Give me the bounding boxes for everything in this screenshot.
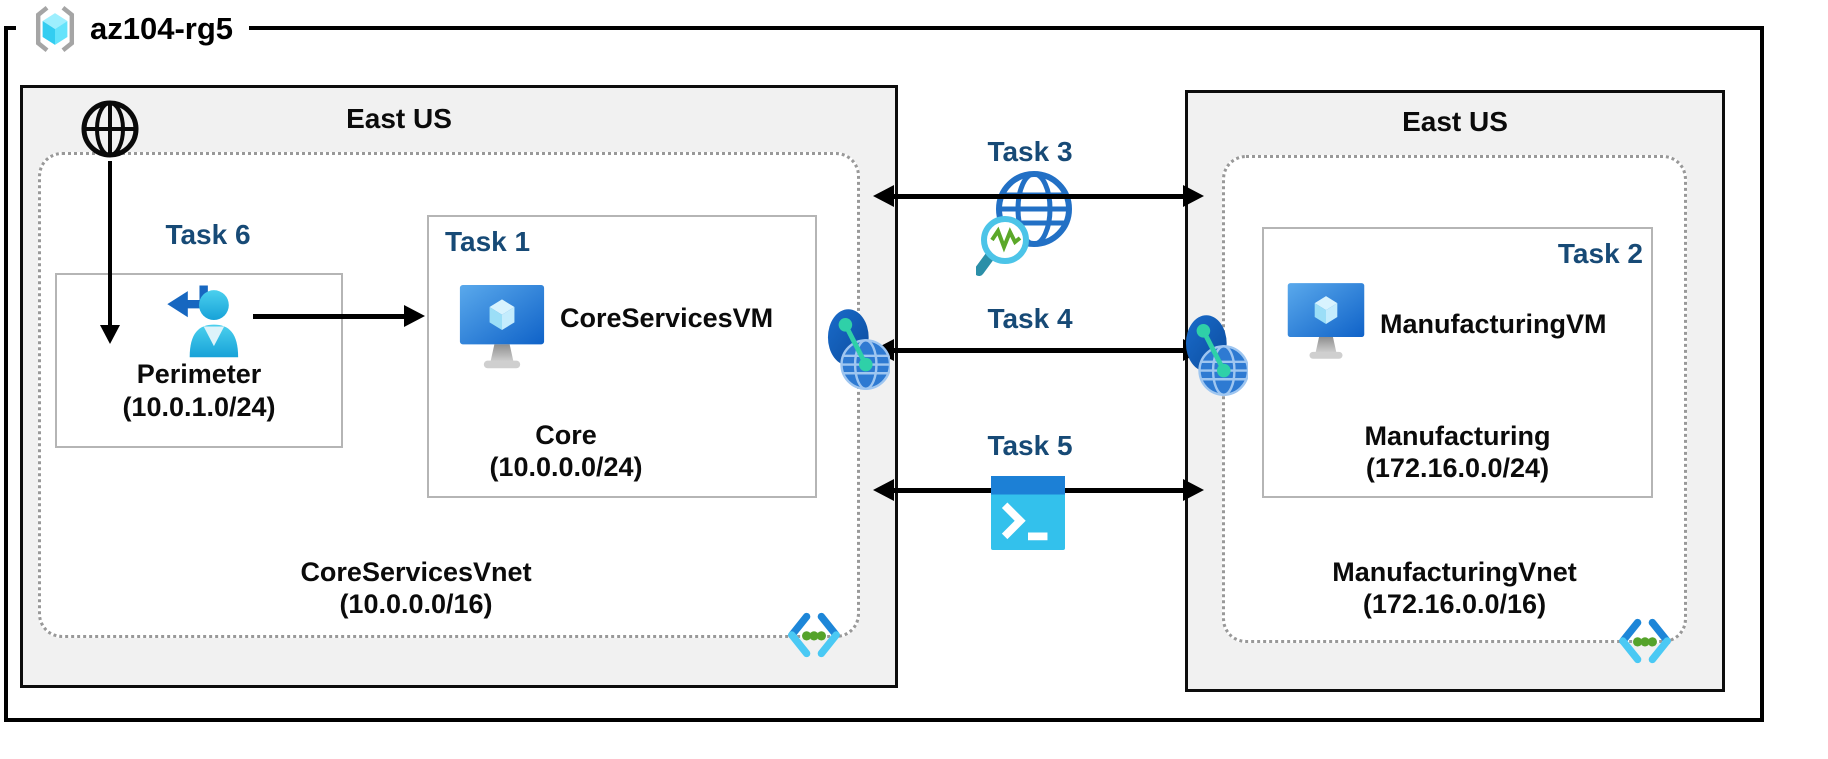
task3-left-arrowhead bbox=[873, 185, 894, 207]
code-brackets-icon bbox=[786, 611, 842, 659]
task1-label: Task 1 bbox=[445, 226, 531, 257]
user-return-icon bbox=[158, 280, 240, 360]
core-vm-name: CoreServicesVM bbox=[560, 303, 774, 333]
internet-to-perimeter-line bbox=[108, 161, 112, 325]
task3-line bbox=[891, 194, 1183, 199]
perimeter-subnet-name: Perimeter bbox=[136, 359, 262, 389]
vnet-peering-icon bbox=[826, 306, 890, 394]
code-brackets-icon bbox=[1617, 617, 1673, 665]
core-vnet-name: CoreServicesVnet bbox=[300, 557, 532, 587]
manufacturing-vnet-cidr: (172.16.0.0/16) bbox=[1362, 589, 1547, 619]
resource-group-header: az104-rg5 bbox=[16, 0, 250, 58]
manufacturing-vnet-label: ManufacturingVnet (172.16.0.0/16) bbox=[1222, 556, 1687, 620]
manufacturing-vm-name: ManufacturingVM bbox=[1380, 309, 1607, 339]
cloud-shell-icon bbox=[991, 476, 1065, 550]
network-watcher-icon bbox=[976, 167, 1076, 277]
right-region-title: East US bbox=[1402, 106, 1508, 137]
core-vnet-label: CoreServicesVnet (10.0.0.0/16) bbox=[38, 556, 860, 620]
manufacturing-subnet-label: Manufacturing (172.16.0.0/24) bbox=[1262, 420, 1653, 484]
resource-group-frame bbox=[4, 26, 1764, 722]
resource-group-icon bbox=[32, 4, 78, 54]
internet-to-perimeter-arrowhead bbox=[100, 325, 120, 344]
core-subnet-name: Core bbox=[535, 420, 597, 450]
perimeter-subnet-cidr: (10.0.1.0/24) bbox=[122, 392, 276, 422]
core-subnet-label: Core (10.0.0.0/24) bbox=[427, 419, 817, 483]
perimeter-subnet-label: Perimeter (10.0.1.0/24) bbox=[55, 358, 343, 424]
task4-line bbox=[891, 348, 1183, 353]
manufacturing-vnet-name: ManufacturingVnet bbox=[1332, 557, 1577, 587]
core-vnet-cidr: (10.0.0.0/16) bbox=[339, 589, 493, 619]
perimeter-to-core-arrowhead bbox=[404, 305, 425, 327]
left-region-title: East US bbox=[346, 103, 452, 134]
task3-right-arrowhead bbox=[1183, 185, 1204, 207]
task5-right-arrowhead bbox=[1183, 479, 1204, 501]
virtual-machine-icon bbox=[1286, 277, 1366, 371]
vnet-peering-icon bbox=[1184, 312, 1248, 400]
perimeter-to-core-line bbox=[253, 314, 406, 319]
task5-label: Task 5 bbox=[987, 430, 1073, 461]
manufacturing-subnet-cidr: (172.16.0.0/24) bbox=[1365, 453, 1550, 483]
resource-group-name: az104-rg5 bbox=[90, 11, 234, 46]
task5-left-arrowhead bbox=[873, 479, 894, 501]
task3-label: Task 3 bbox=[987, 136, 1073, 167]
manufacturing-subnet-name: Manufacturing bbox=[1364, 421, 1551, 451]
task2-label: Task 2 bbox=[1557, 238, 1643, 269]
core-subnet-cidr: (10.0.0.0/24) bbox=[489, 452, 643, 482]
globe-icon bbox=[78, 97, 142, 161]
task4-label: Task 4 bbox=[987, 303, 1073, 334]
task6-label: Task 6 bbox=[165, 219, 251, 250]
manufacturing-subnet-box bbox=[1262, 227, 1653, 498]
virtual-machine-icon bbox=[458, 282, 546, 378]
